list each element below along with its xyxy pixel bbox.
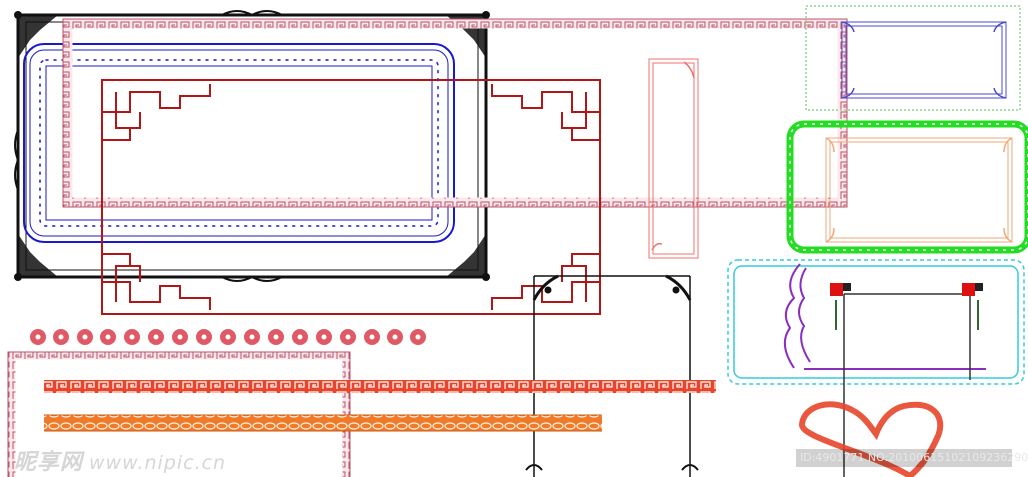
blue-dotted-frame	[23, 43, 455, 243]
pink-greek-frame	[62, 18, 848, 208]
peach-ornate-frame	[825, 137, 1013, 243]
corner-flourish-icon	[14, 11, 490, 281]
flower-rosette-row	[30, 329, 426, 345]
watermark-brand: 昵享网	[14, 450, 84, 475]
heart-frame-icon	[799, 401, 944, 477]
purple-swirl-frame	[783, 263, 986, 370]
watermark-id: ID:4901771 NO:20100615102109236290	[796, 449, 1028, 467]
salmon-vertical-frame	[648, 58, 699, 259]
red-greek-band	[44, 380, 716, 393]
red-lattice-frame	[101, 79, 601, 315]
black-ornate-frame	[14, 10, 490, 282]
orange-chain-band	[44, 414, 602, 432]
watermark-url: www.nipic.cn	[89, 452, 227, 474]
cyan-scalloped-frame	[727, 259, 1025, 385]
light-green-frame	[805, 5, 1021, 111]
blue-small-frame	[841, 21, 1007, 99]
black-corner-frame	[525, 274, 699, 477]
green-rounded-frame	[786, 120, 1028, 254]
